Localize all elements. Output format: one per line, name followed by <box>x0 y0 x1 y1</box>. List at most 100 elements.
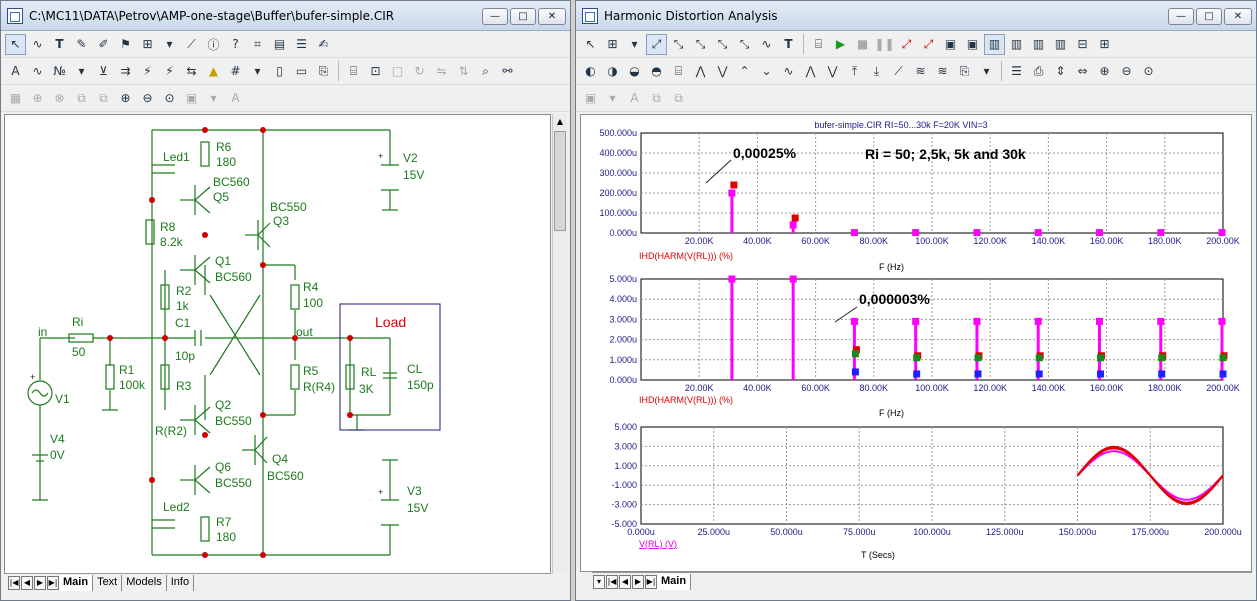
prev-page-button[interactable]: ◀ <box>21 575 33 590</box>
curve-icon[interactable]: ∿ <box>761 37 772 51</box>
grid-dropdown-icon[interactable]: ▾ <box>254 64 261 78</box>
tab-main[interactable]: Main <box>657 573 692 590</box>
analysis-titlebar[interactable]: Harmonic Distortion Analysis — □ ✕ <box>576 1 1256 31</box>
probe-icon[interactable]: ⟋ <box>187 36 196 51</box>
font-icon[interactable]: A <box>231 91 240 105</box>
first-page-button[interactable]: |◀ <box>606 574 618 589</box>
dropdown-icon[interactable]: ▾ <box>631 37 638 51</box>
component-icon[interactable]: ⊞ <box>607 37 618 51</box>
wire-mode-icon[interactable]: ∿ <box>32 37 43 51</box>
minimize-button[interactable]: — <box>1168 8 1194 25</box>
warning-icon[interactable]: ▲ <box>208 64 219 78</box>
align-icon[interactable]: ⊡ <box>370 64 381 78</box>
last-page-button[interactable]: ▶| <box>47 575 59 590</box>
zoom-box-icon[interactable]: ⤡ <box>673 36 684 51</box>
macro-icon[interactable]: ⌗ <box>254 36 261 51</box>
layout2-icon[interactable]: ▥ <box>1010 37 1023 51</box>
rotate-icon[interactable]: ↻ <box>414 64 425 78</box>
global-high-icon[interactable]: ⋀ <box>805 64 816 78</box>
scale-icon[interactable]: ⤢ <box>646 33 667 55</box>
low-icon[interactable]: ⌄ <box>761 64 772 78</box>
frame2-icon[interactable]: ▣ <box>966 37 979 51</box>
node-dropdown-icon[interactable]: ▾ <box>78 64 85 78</box>
layout-dropdown-icon[interactable]: ▾ <box>609 91 616 105</box>
props-icon[interactable]: ⌸ <box>349 63 358 78</box>
wave-icon[interactable]: ≋ <box>915 64 926 78</box>
voltage-icon[interactable]: ⊻ <box>99 64 108 78</box>
page-icon[interactable]: ▯ <box>276 64 283 78</box>
valley-icon[interactable]: ⋁ <box>717 64 728 78</box>
select-mode-icon[interactable]: ↖ <box>585 37 596 51</box>
tile-h-icon[interactable]: ⊟ <box>1077 37 1088 51</box>
node-numbers-icon[interactable]: № <box>53 64 66 78</box>
find-icon[interactable]: ⌕ <box>482 63 489 78</box>
scroll-thumb[interactable] <box>554 131 566 231</box>
dropdown-icon[interactable]: ▾ <box>166 37 173 51</box>
box-icon[interactable]: □ <box>391 64 404 78</box>
draw-icon[interactable]: ✐ <box>98 37 109 51</box>
close-button[interactable]: ✕ <box>1224 8 1252 25</box>
close-button[interactable]: ✕ <box>538 8 566 25</box>
frame-icon[interactable]: ▣ <box>944 37 957 51</box>
flag-icon[interactable]: ⚑ <box>120 37 131 51</box>
step-icon[interactable]: ⤢ <box>901 36 912 51</box>
print-icon[interactable]: ⎙ <box>1033 63 1044 78</box>
inflection-icon[interactable]: ∿ <box>783 64 794 78</box>
pause-icon[interactable]: ❚❚ <box>874 37 895 51</box>
clipboard-icon[interactable]: ⎘ <box>959 63 970 78</box>
zoom-in-icon[interactable]: ⊕ <box>120 91 131 105</box>
attr-text-icon[interactable]: A <box>11 64 20 78</box>
page-copy-icon[interactable]: ▭ <box>295 64 308 78</box>
analysis-plot-area[interactable]: bufer-simple.CIR RI=50...30k F=20K VIN=3… <box>580 114 1252 572</box>
bottom-icon[interactable]: ⤓ <box>873 63 880 78</box>
tile-v-icon[interactable]: ⊞ <box>1099 37 1110 51</box>
copy2-icon[interactable]: ⧉ <box>674 90 683 105</box>
current-icon[interactable]: ⚡ <box>143 64 152 78</box>
zoom-fit-icon[interactable]: ⊙ <box>1143 64 1154 78</box>
zoom-out-icon[interactable]: ⊖ <box>142 91 153 105</box>
copy-icon[interactable]: ⧉ <box>77 90 86 105</box>
expand-h-icon[interactable]: ⇔ <box>1077 64 1088 78</box>
schematic-canvas[interactable]: Led1 R6 180 BC560 Q5 BC550 Q3 R8 8.2k Q1… <box>4 114 551 574</box>
peak-icon[interactable]: ⋀ <box>695 64 706 78</box>
calc-icon[interactable]: ▦ <box>9 91 22 105</box>
layout3-icon[interactable]: ▥ <box>1032 37 1045 51</box>
cursor-left-icon[interactable]: ◐ <box>585 64 596 78</box>
binoculars-icon[interactable]: ⚯ <box>502 64 513 78</box>
list-icon[interactable]: ☰ <box>296 37 307 51</box>
edit-doc-icon[interactable]: ✍ <box>318 37 329 51</box>
layout-icon[interactable]: ▣ <box>584 91 597 105</box>
high-icon[interactable]: ⌃ <box>739 64 750 78</box>
fit-icon[interactable]: ⤡ <box>739 36 750 51</box>
info-icon[interactable]: ⓘ <box>207 37 220 52</box>
zoom-out-icon[interactable]: ⊖ <box>1121 64 1132 78</box>
schematic-vscroll[interactable]: ▲ <box>552 114 567 574</box>
stop-icon[interactable]: ■ <box>856 37 869 51</box>
minimize-button[interactable]: — <box>482 8 508 25</box>
first-page-button[interactable]: |◀ <box>8 575 20 590</box>
tab-info[interactable]: Info <box>167 574 195 591</box>
layout-icon[interactable]: ▣ <box>185 91 198 105</box>
pin-connect-icon[interactable]: ⇉ <box>120 64 131 78</box>
cursor-peak-icon[interactable]: ◓ <box>651 64 662 78</box>
zoom-fit-icon[interactable]: ⊙ <box>164 91 175 105</box>
select-mode-icon[interactable]: ↖ <box>5 33 26 55</box>
run-icon[interactable]: ▶ <box>835 37 846 51</box>
maximize-button[interactable]: □ <box>1196 8 1222 25</box>
cursor-data-icon[interactable]: ⌸ <box>674 63 683 78</box>
down-circle-icon[interactable]: ⊕ <box>32 91 43 105</box>
help-icon[interactable]: ? <box>232 37 239 51</box>
text-mode-icon[interactable]: T <box>784 37 793 51</box>
attr-wave-icon[interactable]: ∿ <box>32 64 43 78</box>
flip-icon[interactable]: ⇅ <box>458 64 469 78</box>
last-page-button[interactable]: ▶| <box>645 574 657 589</box>
copy2-icon[interactable]: ⧉ <box>99 90 108 105</box>
cancel-circle-icon[interactable]: ⊗ <box>54 91 65 105</box>
component-icon[interactable]: ⊞ <box>142 37 153 51</box>
layout1-icon[interactable]: ▥ <box>984 33 1005 55</box>
cursor-both-icon[interactable]: ◒ <box>629 64 640 78</box>
next-page-button[interactable]: ▶ <box>632 574 644 589</box>
grid-text-icon[interactable]: ▤ <box>273 37 286 51</box>
mirror-icon[interactable]: ⇋ <box>436 64 447 78</box>
text-mode-icon[interactable]: T <box>55 37 64 51</box>
